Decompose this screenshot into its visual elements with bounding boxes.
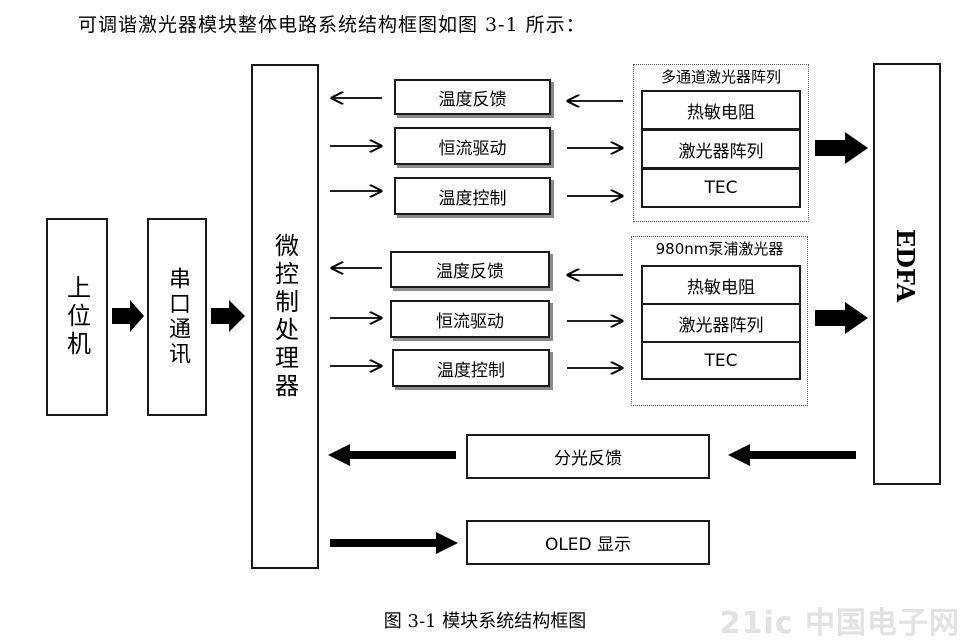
group1-control-temp-control-label: 温度控制	[438, 188, 507, 209]
group1-control-constant-current-label: 恒流驱动	[438, 138, 507, 159]
group2-item-thermistor: 热敏电阻	[641, 265, 801, 305]
group2-control-constant-current: 恒流驱动	[390, 300, 550, 338]
group2-control-temp-feedback-label: 温度反馈	[436, 262, 504, 282]
figure-caption: 图 3-1 模块系统结构框图	[383, 611, 587, 632]
group2-item-tec: TEC	[641, 341, 801, 380]
laser-array-group: 多通道激光器阵列	[633, 64, 809, 222]
group1-item-tec: TEC	[641, 168, 801, 208]
watermark: 21ic 中国电子网	[719, 606, 960, 641]
group1-control-temp-feedback-label: 温度反馈	[438, 89, 507, 110]
microcontroller-label: 微控制处理器	[270, 232, 299, 401]
group2-item-laser-array: 激光器阵列	[641, 303, 801, 343]
group1-control-temp-feedback: 温度反馈	[394, 79, 551, 115]
microcontroller-box: 微控制处理器	[251, 64, 319, 569]
arrow-host-to-serial	[112, 300, 144, 332]
arrow-g1-to-edfa	[815, 132, 868, 164]
arrow-edfa-to-split	[728, 444, 856, 466]
group2-item-thermistor-label: 热敏电阻	[687, 277, 755, 298]
host-computer-box: 上位机	[46, 218, 108, 416]
arrow-serial-to-mcu	[211, 300, 245, 332]
arrow-mcu-to-oled	[330, 532, 458, 554]
arrow-split-to-mcu	[328, 444, 456, 466]
oled-display-label: OLED 显示	[544, 535, 632, 555]
laser-array-group-title: 多通道激光器阵列	[660, 68, 781, 86]
group2-control-constant-current-label: 恒流驱动	[436, 311, 504, 332]
intro-text: 可调谐激光器模块整体电路系统结构框图如图 3-1 所示：	[78, 14, 586, 36]
split-feedback-box: 分光反馈	[466, 434, 710, 479]
group1-control-temp-control: 温度控制	[394, 177, 551, 215]
host-computer-label: 上位机	[62, 275, 91, 359]
pump-laser-group-title: 980nm泵浦激光器	[655, 240, 784, 258]
pump-laser-group: 980nm泵浦激光器	[631, 236, 808, 406]
group1-item-laser-array-label: 激光器阵列	[678, 141, 764, 162]
group1-item-thermistor-label: 热敏电阻	[687, 102, 755, 123]
arrow-g2-to-edfa	[815, 302, 868, 334]
group2-control-temp-feedback: 温度反馈	[390, 251, 550, 288]
edfa-box	[873, 63, 941, 485]
group2-item-tec-label: TEC	[704, 350, 738, 371]
group2-item-laser-array-label: 激光器阵列	[678, 315, 764, 336]
oled-display-box: OLED 显示	[466, 520, 710, 565]
serial-communication-box: 串口通讯	[147, 218, 207, 416]
group1-control-constant-current: 恒流驱动	[394, 127, 551, 165]
group1-item-tec-label: TEC	[704, 178, 738, 198]
group2-control-temp-control: 温度控制	[392, 349, 550, 387]
group2-control-temp-control-label: 温度控制	[437, 360, 505, 381]
split-feedback-label: 分光反馈	[554, 449, 622, 469]
serial-communication-label: 串口通讯	[165, 267, 190, 367]
